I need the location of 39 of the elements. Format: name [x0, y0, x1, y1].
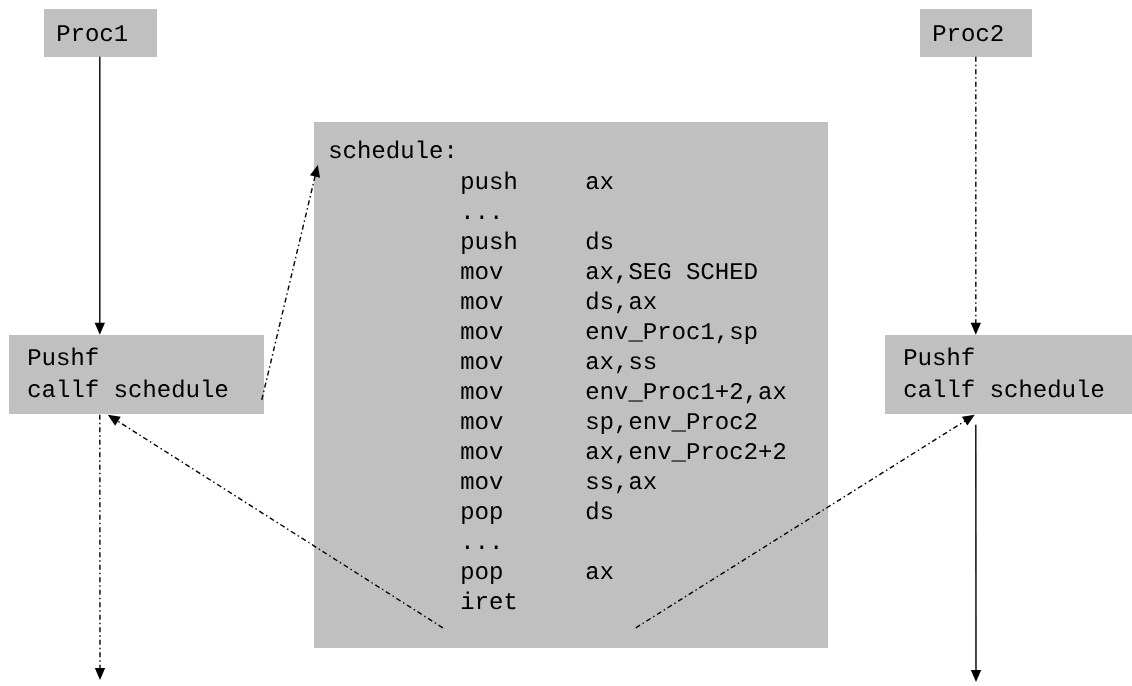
code-text: env_Proc1+2,ax: [586, 382, 786, 404]
code-text: mov: [461, 386, 503, 400]
code-text: ds: [586, 501, 613, 520]
code-text: ds: [586, 231, 613, 250]
code-text: ...: [466, 545, 498, 549]
code-text: Pushf: [905, 347, 974, 366]
code-text: Proc1: [58, 25, 128, 42]
code-text: ax: [586, 566, 613, 580]
code-text: push: [462, 231, 516, 254]
code-text: callf schedule: [904, 379, 1104, 398]
code-text: pop: [462, 566, 502, 584]
process-box: [44, 9, 157, 57]
code-text: callf schedule: [28, 379, 228, 398]
code-text: sp,env_Proc2: [587, 412, 757, 434]
code-text: Pushf: [29, 347, 98, 366]
code-text: mov: [461, 446, 503, 460]
code-text: mov: [461, 356, 503, 370]
code-text: mov: [461, 416, 503, 430]
call-box: [885, 335, 1132, 414]
code-text: mov: [461, 326, 503, 340]
code-text: ax: [586, 176, 613, 190]
process-box: [920, 9, 1032, 57]
code-text: ds,ax: [586, 291, 657, 314]
code-text: mov: [461, 476, 503, 490]
code-text: env_Proc1,sp: [586, 323, 757, 344]
code-text: mov: [461, 296, 503, 310]
code-text: ...: [466, 215, 498, 219]
code-text: mov: [461, 266, 503, 280]
code-text: push: [462, 171, 516, 194]
call-box: [9, 335, 264, 414]
code-text: ax,ss: [586, 356, 656, 374]
code-text: ax,env_Proc2+2: [586, 442, 786, 464]
code-text: iret: [461, 591, 516, 610]
code-text: Proc2: [934, 24, 1003, 42]
code-box: [314, 122, 828, 648]
code-text: ss,ax: [587, 476, 657, 494]
code-text: ax,SEG SCHED: [586, 262, 757, 284]
code-text: pop: [462, 506, 502, 524]
code-label: schedule:: [330, 140, 452, 159]
